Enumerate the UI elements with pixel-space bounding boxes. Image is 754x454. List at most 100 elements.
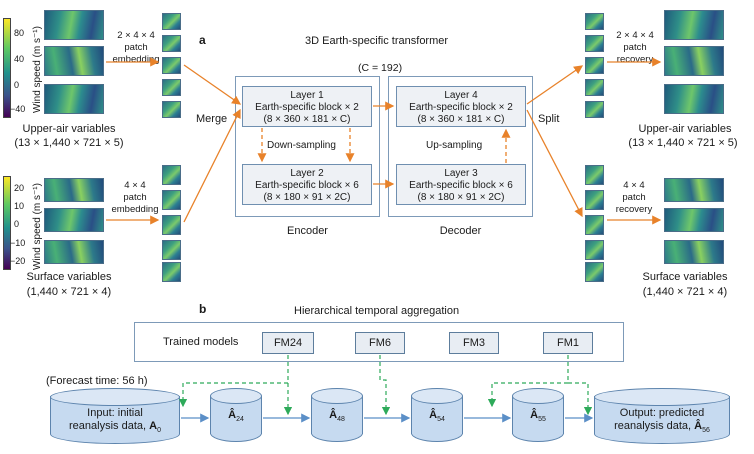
surface-output-shape: (1,440 × 721 × 4): [642, 286, 728, 298]
surface-recovery-line: patch: [622, 192, 646, 203]
surface-colorbar-tick: −20: [10, 256, 26, 266]
upper-recovery-line: recovery: [616, 54, 654, 65]
surface-embed-line: 4 × 4: [124, 180, 146, 191]
surface-colorbar-tick: 10: [14, 201, 25, 211]
step-cylinder: Â55: [512, 388, 564, 444]
layer-1-box: Layer 1 Earth-specific block × 2 (8 × 36…: [242, 86, 372, 127]
layer-1-shape: (8 × 360 × 181 × C): [263, 114, 351, 125]
upper-output-name: Upper-air variables: [638, 123, 732, 135]
trained-models-label: Trained models: [163, 336, 239, 348]
upper-embed-line: patch: [124, 42, 148, 53]
merge-label: Merge: [196, 113, 228, 125]
upper-patch-cube: [162, 57, 181, 74]
step-subscript: 54: [437, 416, 445, 424]
panel-a-letter: a: [199, 33, 206, 47]
encoder-box: [235, 76, 380, 217]
layer-4-blocks: Earth-specific block × 2: [409, 102, 513, 113]
panel-b-letter: b: [199, 302, 207, 316]
layer-1-title: Layer 1: [290, 90, 324, 101]
upper-input-name: Upper-air variables: [22, 123, 116, 135]
surface-patch-cube: [162, 190, 181, 210]
up-sampling-label: Up-sampling: [426, 140, 483, 151]
layer-3-blocks: Earth-specific block × 6: [409, 180, 513, 191]
output-cylinder-top: [594, 388, 730, 406]
forecast-time-label: (Forecast time: 56 h): [46, 375, 148, 387]
surface-output-name: Surface variables: [642, 271, 728, 283]
arrow-merge-surface: [183, 108, 241, 223]
surface-recovery-line: recovery: [615, 204, 653, 215]
step-symbol: Â: [329, 409, 338, 421]
model-fm1: FM1: [543, 332, 593, 354]
step-cylinder: Â48: [311, 388, 363, 444]
upper-recovery-line: patch: [623, 42, 647, 53]
input-subscript: 0: [157, 427, 161, 435]
arrow-fm1-inputs: [487, 355, 569, 408]
upper-recovery-cube: [585, 13, 604, 30]
input-cylinder-top: [50, 388, 180, 406]
step-label: Â55: [512, 409, 564, 426]
upper-output-slab: [664, 46, 724, 76]
upper-recovery-cube: [585, 101, 604, 118]
step-subscript: 48: [337, 416, 345, 424]
layer-1-blocks: Earth-specific block × 2: [255, 102, 359, 113]
channel-note: (C = 192): [358, 62, 403, 74]
model-fm24: FM24: [262, 332, 314, 354]
upper-patch-cube: [162, 13, 181, 30]
output-line1: Output: predicted: [619, 407, 705, 419]
step-label: Â48: [311, 409, 363, 426]
upper-recovery-cube: [585, 57, 604, 74]
upper-colorbar-tick: 40: [14, 54, 25, 64]
input-line2: reanalysis data, A0: [50, 420, 180, 437]
upper-input-slab: [44, 46, 104, 76]
output-cylinder: Output: predicted reanalysis data, Â56: [594, 388, 730, 444]
step-cylinder-top: [411, 388, 463, 404]
surface-patch-cube: [162, 240, 181, 260]
step-cylinder: Â54: [411, 388, 463, 444]
step-symbol: Â: [429, 409, 438, 421]
surface-colorbar-tick: 20: [14, 183, 25, 193]
upper-embed-line: embedding: [112, 54, 160, 65]
step-cylinder-top: [311, 388, 363, 404]
upper-recovery-cube: [585, 35, 604, 52]
step-cylinder-top: [210, 388, 262, 404]
output-subscript: 56: [702, 427, 710, 435]
surface-embed-line: embedding: [111, 204, 159, 215]
surface-patch-cube: [162, 262, 181, 282]
upper-input-slab: [44, 84, 104, 114]
step-subscript: 24: [236, 416, 244, 424]
down-sampling-label: Down-sampling: [267, 140, 336, 151]
surface-input-shape: (1,440 × 721 × 4): [26, 286, 112, 298]
surface-embed-line: patch: [123, 192, 147, 203]
arrow-fm24-inputs: [178, 355, 289, 408]
layer-4-box: Layer 4 Earth-specific block × 2 (8 × 36…: [396, 86, 526, 127]
surface-recovery-cube: [585, 262, 604, 282]
arrow-fm6: [379, 355, 391, 416]
upper-output-shape: (13 × 1,440 × 721 × 5): [628, 137, 738, 149]
surface-input-slab: [44, 208, 104, 232]
upper-patch-cube: [162, 101, 181, 118]
decoder-label: Decoder: [439, 225, 482, 237]
model-fm3: FM3: [449, 332, 499, 354]
surface-recovery-cube: [585, 240, 604, 260]
step-subscript: 55: [538, 416, 546, 424]
step-cylinder: Â24: [210, 388, 262, 444]
surface-patch-cube: [162, 165, 181, 185]
upper-input-slab: [44, 10, 104, 40]
upper-output-slab: [664, 10, 724, 40]
upper-colorbar: [3, 18, 11, 118]
step-label: Â24: [210, 409, 262, 426]
surface-output-slab: [664, 178, 724, 202]
transformer-title: 3D Earth-specific transformer: [305, 35, 449, 47]
upper-input-shape: (13 × 1,440 × 721 × 5): [14, 137, 124, 149]
upper-colorbar-tick: 80: [14, 28, 25, 38]
step-symbol: Â: [530, 409, 539, 421]
surface-recovery-cube: [585, 165, 604, 185]
surface-colorbar-tick: −10: [10, 238, 26, 248]
surface-output-slab: [664, 208, 724, 232]
surface-input-slab: [44, 240, 104, 264]
upper-patch-cube: [162, 79, 181, 96]
arrow-split-upper: [526, 65, 584, 105]
layer-3-title: Layer 3: [444, 168, 478, 179]
upper-recovery-cube: [585, 79, 604, 96]
